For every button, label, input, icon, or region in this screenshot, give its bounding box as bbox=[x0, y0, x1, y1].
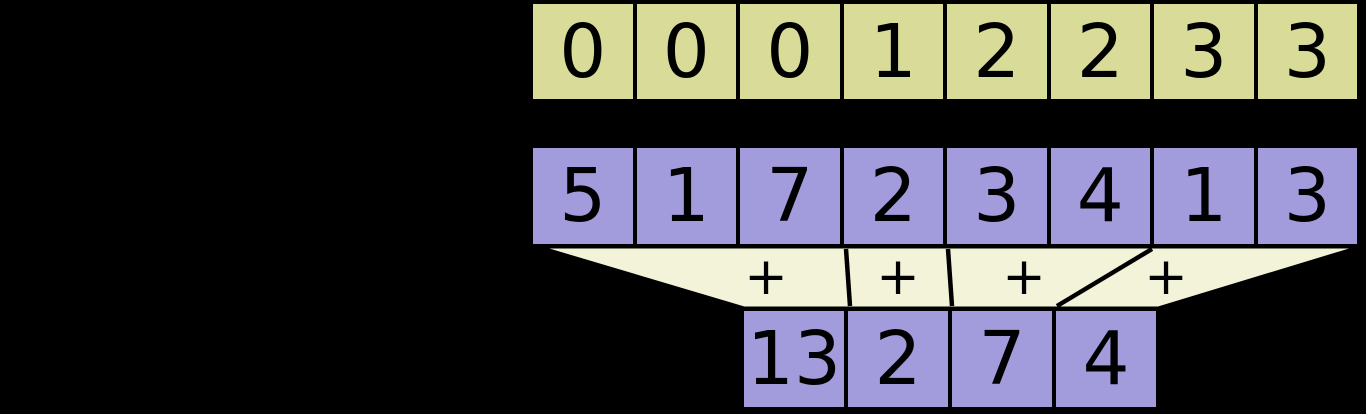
key-cell: 0 bbox=[533, 4, 633, 99]
sum-cell: 4 bbox=[1056, 311, 1156, 407]
sum-cell: 7 bbox=[952, 311, 1052, 407]
key-cell: 2 bbox=[1050, 4, 1150, 99]
keys-row: 0 0 0 1 2 2 3 3 bbox=[529, 0, 1361, 103]
value-cell: 3 bbox=[947, 148, 1047, 244]
plus-icon: + bbox=[1144, 247, 1188, 307]
value-cell: 1 bbox=[636, 148, 736, 244]
key-cell: 1 bbox=[843, 4, 943, 99]
sum-cell: 13 bbox=[744, 311, 844, 407]
plus-icon: + bbox=[744, 247, 788, 307]
key-cell: 3 bbox=[1154, 4, 1254, 99]
value-cell: 5 bbox=[533, 148, 633, 244]
key-cell: 0 bbox=[740, 4, 840, 99]
key-cell: 3 bbox=[1257, 4, 1357, 99]
key-cell: 2 bbox=[947, 4, 1047, 99]
funnel-divider bbox=[1055, 247, 1154, 308]
sum-cell: 2 bbox=[848, 311, 948, 407]
values-row: 5 1 7 2 3 4 1 3 bbox=[529, 144, 1361, 248]
sums-row: 13 2 7 4 bbox=[740, 307, 1160, 411]
value-cell: 3 bbox=[1257, 148, 1357, 244]
plus-icon: + bbox=[1002, 247, 1046, 307]
funnel-divider bbox=[843, 248, 853, 307]
value-cell: 1 bbox=[1154, 148, 1254, 244]
funnel-divider bbox=[945, 248, 955, 307]
plus-icon: + bbox=[876, 247, 920, 307]
key-cell: 0 bbox=[636, 4, 736, 99]
value-cell: 2 bbox=[843, 148, 943, 244]
value-cell: 7 bbox=[740, 148, 840, 244]
value-cell: 4 bbox=[1050, 148, 1150, 244]
